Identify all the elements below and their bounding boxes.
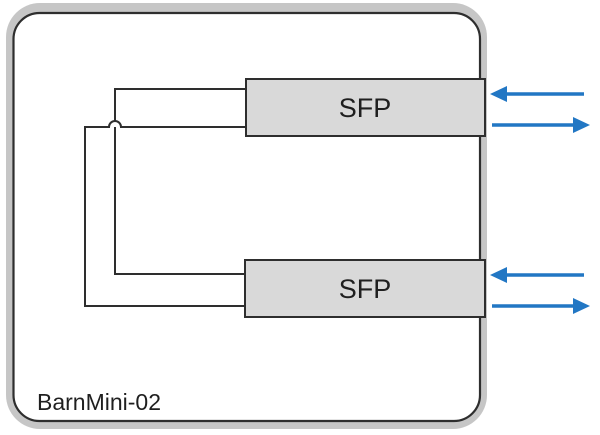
sfp-label-bottom: SFP <box>339 274 392 304</box>
output-arrow-bottom <box>492 298 590 314</box>
sfp-module-top <box>245 78 486 137</box>
input-arrow-bottom <box>490 267 584 283</box>
arrow-right-icon <box>573 298 590 314</box>
sfp-module-bottom <box>244 259 486 318</box>
input-arrow-top <box>490 86 584 102</box>
loopback-wire-2 <box>84 120 246 307</box>
loopback-wire-1 <box>114 88 246 275</box>
arrow-left-icon <box>490 267 507 283</box>
output-arrow-top <box>492 117 590 133</box>
arrow-right-icon <box>573 117 590 133</box>
loopback-wiring <box>84 88 246 307</box>
arrow-left-icon <box>490 86 507 102</box>
device-panel <box>12 11 482 423</box>
sfp-label-top: SFP <box>339 93 392 123</box>
device-label: BarnMini-02 <box>37 389 161 415</box>
